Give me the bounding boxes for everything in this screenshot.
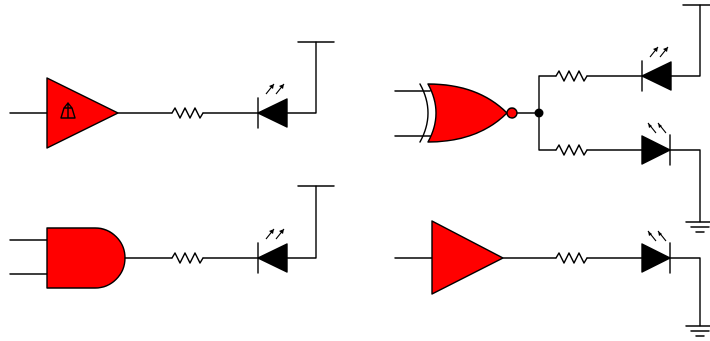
inversion-bubble-icon bbox=[506, 107, 518, 119]
branch-up-wire bbox=[538, 75, 557, 114]
led-vcc-wire bbox=[286, 185, 317, 259]
led-icon bbox=[257, 228, 288, 274]
led-ground-wire bbox=[669, 257, 701, 327]
resistor-icon bbox=[171, 107, 204, 119]
circuit-schmitt-buffer-led bbox=[9, 41, 335, 149]
resistor-icon bbox=[555, 144, 588, 156]
schmitt-hysteresis-icon bbox=[60, 102, 76, 119]
resistor-icon bbox=[171, 252, 204, 264]
and-gate-icon bbox=[46, 227, 126, 289]
led-vcc-wire bbox=[670, 4, 701, 77]
branch-down-wire bbox=[538, 112, 557, 151]
led-icon bbox=[641, 46, 672, 92]
led-icon bbox=[641, 230, 671, 274]
buffer-gate-icon bbox=[431, 220, 504, 295]
led-ground-wire bbox=[669, 149, 701, 223]
resistor-icon bbox=[555, 252, 588, 264]
xor-input-curve bbox=[419, 83, 429, 143]
circuit-and-gate-led bbox=[9, 185, 335, 289]
circuit-buffer-led-ground bbox=[394, 220, 710, 337]
circuit-xnor-gate-leds bbox=[394, 4, 710, 233]
ground-icon bbox=[685, 221, 710, 233]
schmitt-buffer-icon bbox=[46, 77, 119, 149]
ground-icon bbox=[685, 325, 710, 337]
resistor-icon bbox=[555, 70, 588, 82]
xnor-gate-icon bbox=[427, 83, 508, 143]
led-icon bbox=[257, 83, 288, 129]
led-icon bbox=[641, 122, 671, 166]
led-vcc-wire bbox=[286, 41, 317, 114]
